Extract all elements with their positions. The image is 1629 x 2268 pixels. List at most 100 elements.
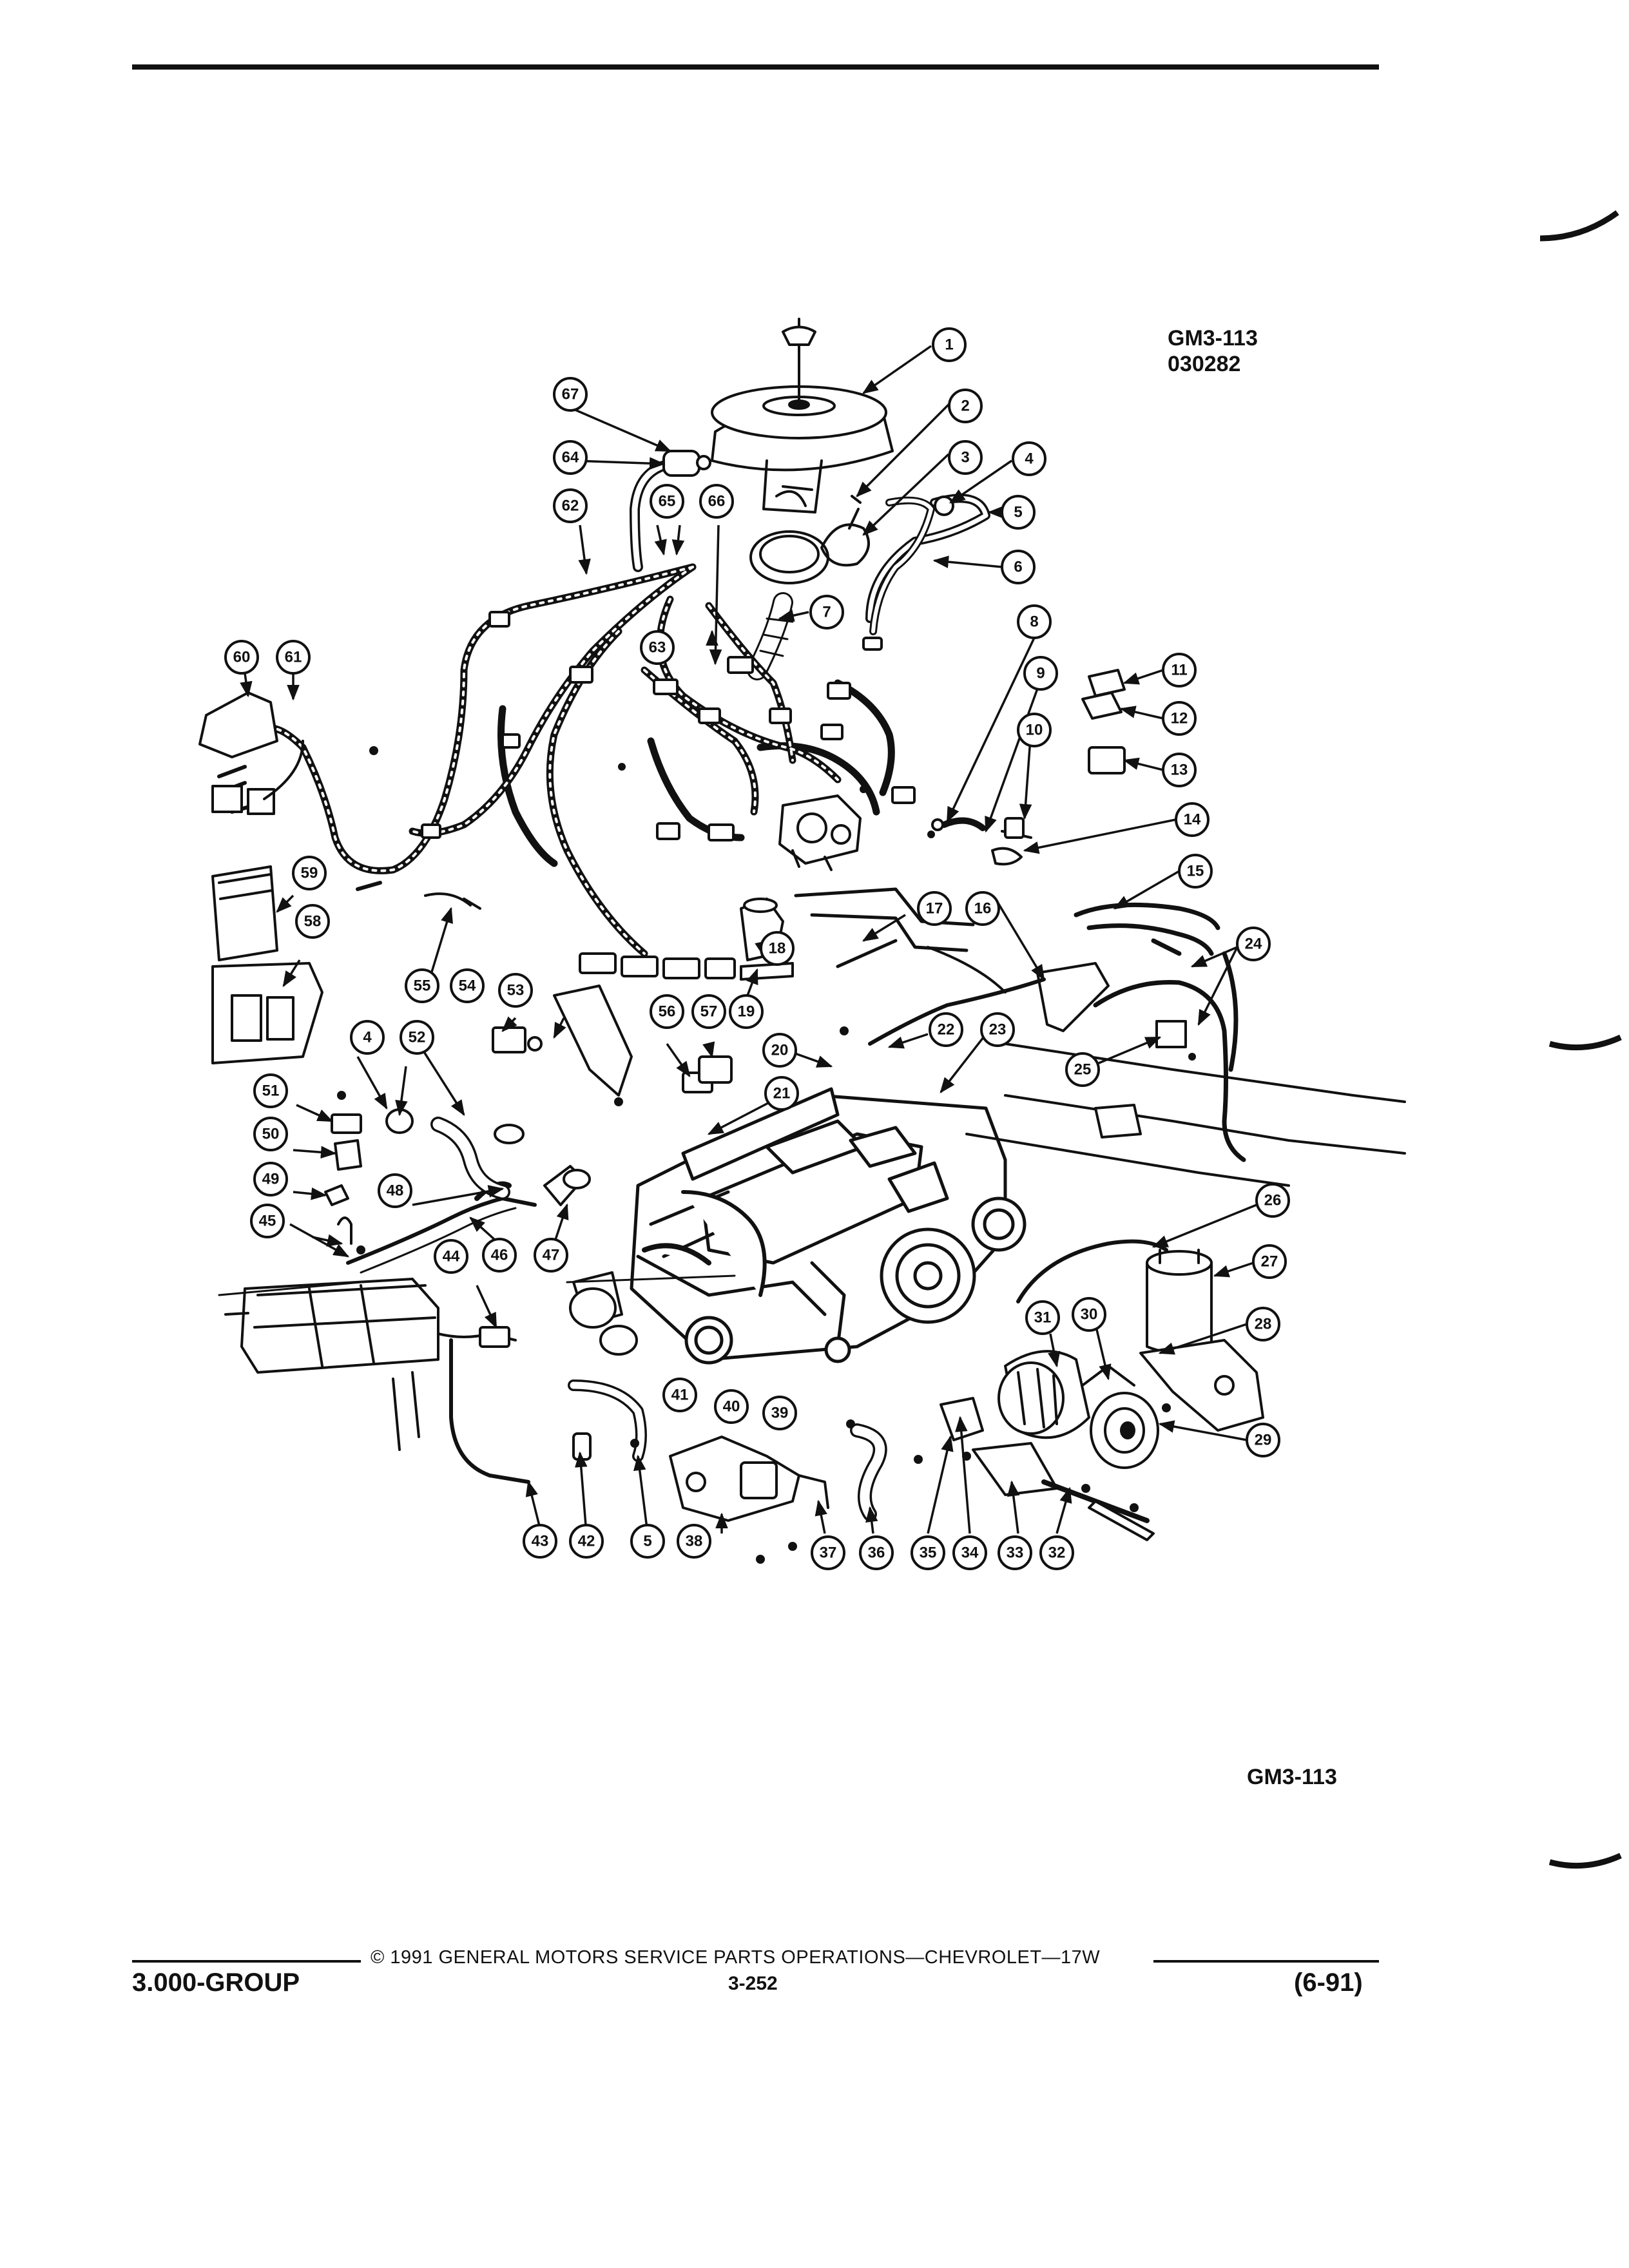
callout-38: 38 — [686, 1533, 703, 1550]
callout-52: 52 — [409, 1029, 426, 1046]
callout-6: 6 — [1014, 559, 1022, 576]
callout-18: 18 — [769, 940, 786, 957]
callout-19: 19 — [738, 1003, 755, 1021]
footer-rule-left — [132, 1960, 361, 1963]
egr-38-drawing — [669, 1436, 829, 1522]
callout-43: 43 — [532, 1533, 549, 1550]
bracket-16-drawing — [1036, 962, 1110, 1032]
frame-rail-drawing — [965, 1043, 1406, 1187]
callout-11: 11 — [1171, 662, 1187, 679]
wiring-harness-texture — [269, 566, 839, 955]
callout-36: 36 — [868, 1544, 885, 1562]
callout-42: 42 — [578, 1533, 595, 1550]
callout-66: 66 — [708, 493, 726, 510]
callout-46: 46 — [491, 1247, 508, 1264]
callout-40: 40 — [723, 1398, 740, 1416]
callout-56: 56 — [659, 1003, 676, 1021]
callout-1: 1 — [945, 336, 953, 354]
figure-code: GM3-113 — [1168, 326, 1258, 351]
ecm-harness-drawing — [198, 691, 304, 815]
group-label: 3.000-GROUP — [132, 1968, 300, 1997]
callout-60: 60 — [233, 649, 251, 666]
top-rule — [132, 64, 1379, 70]
muffler-drawing — [224, 1278, 517, 1374]
callout-24: 24 — [1245, 936, 1262, 953]
callout-17: 17 — [926, 900, 943, 918]
callout-45: 45 — [259, 1213, 276, 1230]
callout-23: 23 — [989, 1021, 1007, 1039]
figure-code-bottom: GM3-113 — [1247, 1765, 1337, 1789]
callout-32: 32 — [1048, 1544, 1066, 1562]
callout-59: 59 — [301, 865, 318, 882]
callout-7: 7 — [822, 604, 831, 621]
pcv-grommet-drawing — [820, 523, 870, 567]
callout-29: 29 — [1255, 1432, 1272, 1449]
callout-37: 37 — [820, 1544, 837, 1562]
callout-30: 30 — [1081, 1306, 1098, 1323]
callout-5: 5 — [1014, 504, 1022, 521]
callout-3: 3 — [961, 449, 969, 466]
callout-22: 22 — [938, 1021, 955, 1039]
callout-64: 64 — [562, 449, 579, 466]
ecm-bracket-drawing — [211, 962, 323, 1064]
callout-44: 44 — [443, 1248, 460, 1265]
throttle-body-drawing — [778, 794, 862, 871]
callout-34: 34 — [961, 1544, 979, 1562]
canister-drawing — [1139, 1249, 1264, 1432]
relay-bracket-drawing — [492, 985, 633, 1097]
binding-tick — [1548, 1034, 1622, 1051]
callout-55: 55 — [414, 977, 431, 995]
callout-10: 10 — [1026, 722, 1043, 739]
callout-13: 13 — [1171, 762, 1188, 779]
connector-24-drawing — [1155, 1020, 1187, 1048]
callout-48: 48 — [387, 1182, 404, 1200]
callout-15: 15 — [1187, 863, 1204, 880]
ecm-module-drawing — [211, 865, 278, 961]
callout-49: 49 — [262, 1171, 280, 1188]
callout-58: 58 — [304, 913, 322, 930]
callout-65: 65 — [659, 493, 676, 510]
clips-49-51-drawing — [324, 1113, 362, 1245]
callout-2: 2 — [961, 398, 969, 415]
callout-4: 4 — [1025, 450, 1034, 468]
revision-date: (6-91) — [1294, 1968, 1363, 1997]
relays-11-13-drawing — [1081, 669, 1126, 774]
callout-circles — [224, 327, 1290, 1570]
callout-39: 39 — [771, 1405, 789, 1422]
callout-57: 57 — [700, 1003, 718, 1021]
callout-50: 50 — [262, 1126, 280, 1143]
callout-53: 53 — [507, 982, 525, 999]
callout-54: 54 — [459, 977, 476, 995]
hose-26-drawing — [1016, 1239, 1168, 1303]
vacuum-lines-drawing — [794, 887, 975, 968]
binding-tick — [1548, 1852, 1622, 1869]
callout-67: 67 — [562, 386, 579, 403]
callout-12: 12 — [1171, 710, 1188, 727]
callout-20: 20 — [771, 1042, 789, 1059]
callout-47: 47 — [543, 1247, 560, 1264]
callout-28: 28 — [1255, 1316, 1272, 1333]
callout-35: 35 — [920, 1544, 937, 1562]
clamp-42-drawing — [572, 1432, 592, 1461]
hose-6-drawing — [869, 496, 935, 635]
callout-21: 21 — [773, 1085, 791, 1102]
callout-4-lower: 4 — [363, 1029, 372, 1046]
callout-26: 26 — [1264, 1192, 1282, 1209]
clip-55-drawing — [424, 892, 481, 910]
leader-lines — [240, 345, 1257, 1534]
air-cleaner-drawing — [711, 318, 894, 584]
harness-connectors — [421, 611, 916, 979]
callout-5-lower: 5 — [643, 1533, 651, 1550]
callout-27: 27 — [1261, 1253, 1278, 1271]
fuel-filter-drawing — [543, 1165, 591, 1206]
copyright-line: © 1991 GENERAL MOTORS SERVICE PARTS OPER… — [371, 1947, 1101, 1968]
binding-tick — [1539, 210, 1619, 242]
callout-25: 25 — [1074, 1061, 1092, 1079]
callout-63: 63 — [649, 639, 666, 657]
footer-rule-right — [1153, 1960, 1379, 1963]
callout-31: 31 — [1034, 1309, 1052, 1327]
callout-62: 62 — [562, 497, 579, 515]
manifold-parts-drawing — [569, 1190, 767, 1356]
small-hardware — [337, 746, 1196, 1564]
